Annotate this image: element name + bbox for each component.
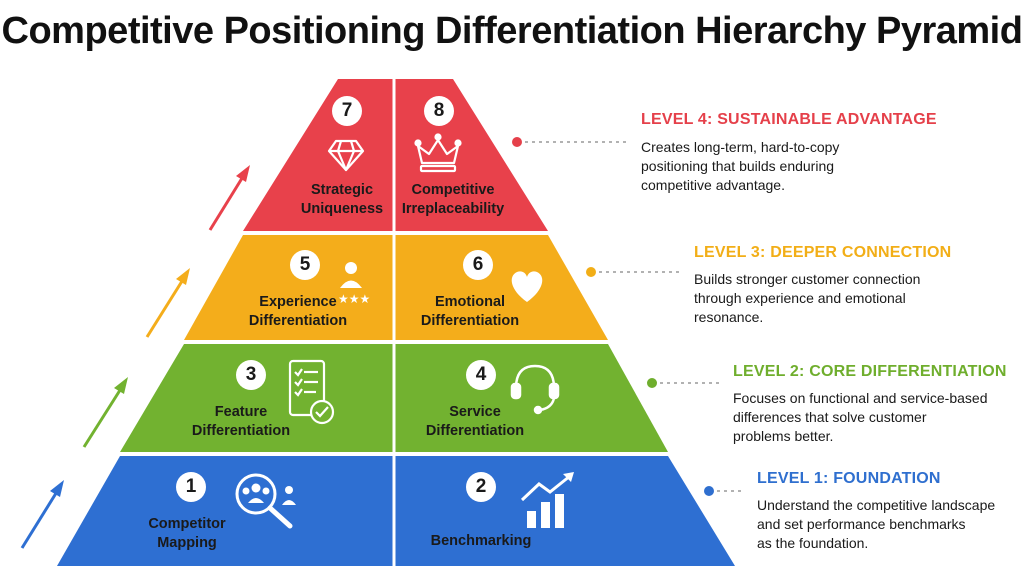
crown-icon	[414, 133, 462, 173]
cell-6-number: 6	[463, 250, 493, 280]
level-3-title: LEVEL 3: DEEPER CONNECTION	[694, 244, 952, 261]
connector-level-4	[512, 137, 628, 147]
cell-8-number: 8	[424, 96, 454, 126]
cell-2-number: 2	[466, 472, 496, 502]
tier-level-1	[57, 456, 735, 566]
arrow-level-4	[208, 165, 250, 231]
growth-chart-icon	[520, 472, 574, 528]
arrow-level-1	[20, 480, 64, 549]
connector-level-1	[704, 486, 744, 496]
cell-5-number: 5	[290, 250, 320, 280]
level-2-title: LEVEL 2: CORE DIFFERENTIATION	[733, 363, 1007, 380]
level-4-title: LEVEL 4: SUSTAINABLE ADVANTAGE	[641, 111, 937, 128]
page-title: Competitive Positioning Differentiation …	[1, 10, 1023, 52]
cell-2-label: Benchmarking	[430, 533, 532, 549]
cell-1-number: 1	[176, 472, 206, 502]
user-stars-icon: ★★★	[338, 262, 370, 306]
cell-7-number: 7	[332, 96, 362, 126]
checklist-icon	[288, 359, 335, 425]
cell-3-number: 3	[236, 360, 266, 390]
diamond-icon	[327, 139, 365, 172]
connector-level-2	[647, 378, 720, 388]
heart-icon	[511, 271, 543, 302]
level-1-title: LEVEL 1: FOUNDATION	[757, 470, 941, 487]
magnifier-people-icon	[235, 473, 296, 529]
cell-4-number: 4	[466, 360, 496, 390]
arrow-level-2	[82, 377, 128, 448]
arrow-level-3	[145, 268, 190, 338]
svg-text:★★★: ★★★	[338, 292, 370, 306]
headset-icon	[510, 364, 560, 415]
connector-level-3	[586, 267, 680, 277]
